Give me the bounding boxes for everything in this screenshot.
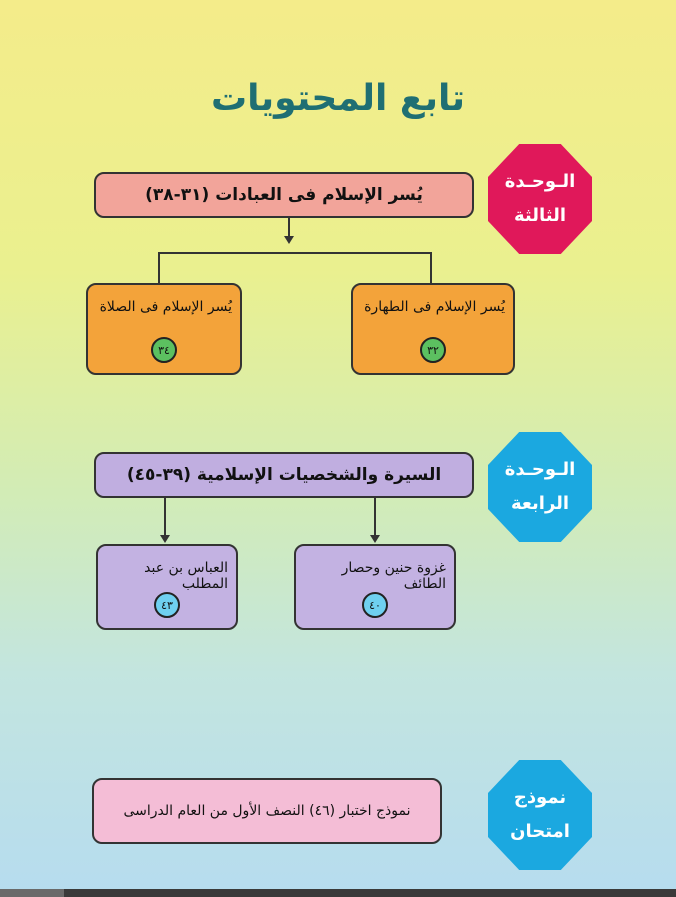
- connector: [374, 498, 376, 536]
- unit3-badge-line2: الثالثة: [513, 205, 567, 226]
- page-title: تابع المحتويات: [210, 78, 466, 119]
- unit3-badge-line1: الـوحـدة: [504, 171, 576, 192]
- connector: [430, 252, 432, 284]
- exam-badge-line2: امتحان: [510, 821, 570, 842]
- arrow-icon: [160, 535, 170, 543]
- unit4-badge-line2: الرابعة: [510, 493, 570, 514]
- card-label: العباس بن عبد المطلب: [144, 560, 228, 592]
- card-label: يُسر الإسلام فى الطهارة: [364, 299, 505, 315]
- connector: [164, 498, 166, 536]
- connector: [288, 218, 290, 242]
- exam-text: نموذج اختبار (٤٦) النصف الأول من العام ا…: [123, 803, 411, 819]
- page-number: ٣٢: [420, 337, 446, 363]
- arrow-icon: [370, 535, 380, 543]
- scrollbar-thumb[interactable]: [0, 889, 64, 897]
- connector: [158, 252, 432, 254]
- unit4-header[interactable]: السيرة والشخصيات الإسلامية (٣٩-٤٥): [94, 452, 474, 498]
- arrow-icon: [284, 236, 294, 244]
- card-label: غزوة حنين وحصار الطائف: [341, 560, 446, 592]
- unit3-card-prayer[interactable]: يُسر الإسلام فى الصلاة ٣٤: [86, 283, 242, 375]
- unit4-card-hunayn[interactable]: غزوة حنين وحصار الطائف ٤٠: [294, 544, 456, 630]
- page-number: ٤٣: [154, 592, 180, 618]
- unit4-badge: الـوحـدة الرابعة: [488, 432, 592, 542]
- page-number: ٣٤: [151, 337, 177, 363]
- card-label: يُسر الإسلام فى الصلاة: [99, 299, 232, 315]
- exam-box[interactable]: نموذج اختبار (٤٦) النصف الأول من العام ا…: [92, 778, 442, 844]
- unit4-card-abbas[interactable]: العباس بن عبد المطلب ٤٣: [96, 544, 238, 630]
- page-number: ٤٠: [362, 592, 388, 618]
- unit3-header[interactable]: يُسر الإسلام فى العبادات (٣١-٣٨): [94, 172, 474, 218]
- unit3-badge: الـوحـدة الثالثة: [488, 144, 592, 254]
- connector: [158, 252, 160, 284]
- bottom-scrollbar[interactable]: [0, 889, 676, 897]
- exam-badge: نموذج امتحان: [488, 760, 592, 870]
- unit4-badge-line1: الـوحـدة: [504, 459, 576, 480]
- exam-badge-line1: نموذج: [513, 787, 567, 808]
- unit3-card-purification[interactable]: يُسر الإسلام فى الطهارة ٣٢: [351, 283, 515, 375]
